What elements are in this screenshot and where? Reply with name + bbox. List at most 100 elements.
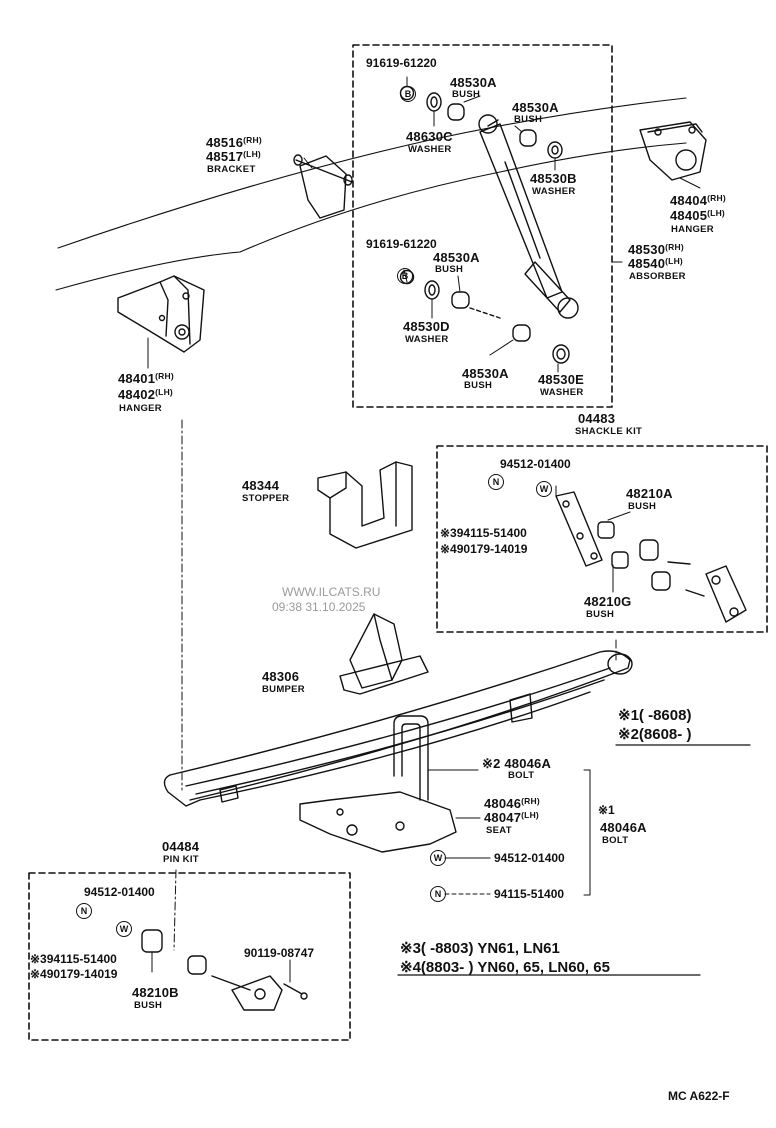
part-number-94115: 94115-51400 xyxy=(494,887,565,901)
pn-48517: 48517 xyxy=(206,149,244,164)
bumper xyxy=(339,613,429,695)
part-number-48530: 48530(RH) xyxy=(628,243,684,256)
desc-hanger-left: HANGER xyxy=(119,403,162,414)
part-number-48046a-1: 48046A xyxy=(600,820,647,835)
desc-bracket: BRACKET xyxy=(207,164,256,175)
note-1: ※1( -8608) xyxy=(618,707,692,724)
frame-rail xyxy=(55,97,687,291)
part-number-04483: 04483 xyxy=(578,411,616,426)
pn-48516: 48516 xyxy=(206,135,244,150)
suffix-rh: (RH) xyxy=(665,242,684,252)
desc-bush-1: BUSH xyxy=(452,89,481,100)
part-number-48517: 48517(LH) xyxy=(206,150,261,163)
desc-bush-2: BUSH xyxy=(514,114,543,125)
b-symbol-mid: B xyxy=(397,268,413,284)
desc-shackle-kit: SHACKLE KIT xyxy=(575,426,643,437)
center-lines xyxy=(173,419,617,951)
part-number-48530e: 48530E xyxy=(538,372,585,387)
mark-1: ※1 xyxy=(598,803,615,817)
desc-absorber: ABSORBER xyxy=(629,271,686,282)
pin-kit-box xyxy=(28,872,351,1041)
n-symbol-a: N xyxy=(488,474,504,490)
part-number-48405: 48405(LH) xyxy=(670,209,725,222)
part-number-91619-mid: 91619-61220 xyxy=(366,237,437,251)
part-number-48530a-1: 48530A xyxy=(450,75,497,90)
bracket-48516 xyxy=(293,154,353,219)
part-number-48344: 48344 xyxy=(242,478,280,493)
watermark-timestamp: 09:38 31.10.2025 xyxy=(272,600,366,614)
w-symbol-c: W xyxy=(116,921,132,937)
desc-bush-6: BUSH xyxy=(586,609,615,620)
pn-48404: 48404 xyxy=(670,193,708,208)
desc-bolt-1: BOLT xyxy=(508,770,535,781)
desc-pin-kit: PIN KIT xyxy=(163,854,199,865)
pn-48402: 48402 xyxy=(118,387,156,402)
stopper xyxy=(317,461,413,549)
part-number-48404: 48404(RH) xyxy=(670,194,726,207)
suffix-lh: (LH) xyxy=(707,208,725,218)
suffix-lh: (LH) xyxy=(243,149,261,159)
hanger-right xyxy=(639,121,707,181)
shackle-kit-parts xyxy=(555,485,747,623)
pn-48540: 48540 xyxy=(628,256,666,271)
desc-washer-e: WASHER xyxy=(540,387,584,398)
n-symbol-b: N xyxy=(430,886,446,902)
suffix-lh: (LH) xyxy=(521,810,539,820)
hanger-left xyxy=(117,275,205,353)
part-number-48530b: 48530B xyxy=(530,171,577,186)
pn-48405: 48405 xyxy=(670,208,708,223)
part-number-48401: 48401(RH) xyxy=(118,372,174,385)
part-number-48047: 48047(LH) xyxy=(484,811,539,824)
part-number-48530a-2: 48530A xyxy=(512,100,559,115)
leaf-spring xyxy=(163,650,633,807)
desc-washer-d: WASHER xyxy=(405,334,449,345)
note-4: ※4(8803- ) YN60, 65, LN60, 65 xyxy=(400,959,610,976)
part-number-90119: 90119-08747 xyxy=(244,946,315,960)
part-number-490179-b: ※490179-14019 xyxy=(30,967,118,981)
desc-bush-4: BUSH xyxy=(464,380,493,391)
suffix-rh: (RH) xyxy=(707,193,726,203)
desc-bush-3: BUSH xyxy=(435,264,464,275)
part-number-48046: 48046(RH) xyxy=(484,797,540,810)
desc-washer-b: WASHER xyxy=(532,186,576,197)
reference-code: MC A622-F xyxy=(668,1089,730,1103)
desc-stopper: STOPPER xyxy=(242,493,290,504)
suffix-lh: (LH) xyxy=(665,256,683,266)
pn-48046: 48046 xyxy=(484,796,522,811)
desc-bush-7: BUSH xyxy=(134,1000,163,1011)
desc-bush-5: BUSH xyxy=(628,501,657,512)
leader-lines-seat xyxy=(427,769,591,896)
part-number-490179-a: ※490179-14019 xyxy=(440,542,528,556)
u-bolt-and-seat xyxy=(299,715,457,853)
part-number-94512-a: 94512-01400 xyxy=(500,457,571,471)
w-symbol-b: W xyxy=(430,850,446,866)
desc-bumper: BUMPER xyxy=(262,684,305,695)
desc-seat: SEAT xyxy=(486,825,512,836)
note-underlines xyxy=(397,744,751,976)
suffix-rh: (RH) xyxy=(243,135,262,145)
desc-bolt-2: BOLT xyxy=(602,835,629,846)
part-number-48210a: 48210A xyxy=(626,486,673,501)
pn-48530: 48530 xyxy=(628,242,666,257)
pin-kit-parts xyxy=(141,929,308,1011)
desc-hanger-right: HANGER xyxy=(671,224,714,235)
note-3: ※3( -8803) YN61, LN61 xyxy=(400,940,560,957)
part-number-48516: 48516(RH) xyxy=(206,136,262,149)
part-number-48306: 48306 xyxy=(262,669,300,684)
part-number-48530d: 48530D xyxy=(403,319,450,334)
part-number-48540: 48540(LH) xyxy=(628,257,683,270)
pn-48401: 48401 xyxy=(118,371,156,386)
part-number-48046a-2: ※2 48046A xyxy=(482,756,552,771)
part-number-94512-b: 94512-01400 xyxy=(494,851,565,865)
n-symbol-c: N xyxy=(76,903,92,919)
part-number-94512-c: 94512-01400 xyxy=(84,885,155,899)
note-2: ※2(8608- ) xyxy=(618,726,692,743)
part-number-91619-top: 91619-61220 xyxy=(366,56,437,70)
part-number-48210b: 48210B xyxy=(132,985,179,1000)
part-number-48530a-4: 48530A xyxy=(462,366,509,381)
shock-absorber xyxy=(478,114,579,319)
b-symbol-top: B xyxy=(400,86,416,102)
part-number-48630c: 48630C xyxy=(406,129,453,144)
